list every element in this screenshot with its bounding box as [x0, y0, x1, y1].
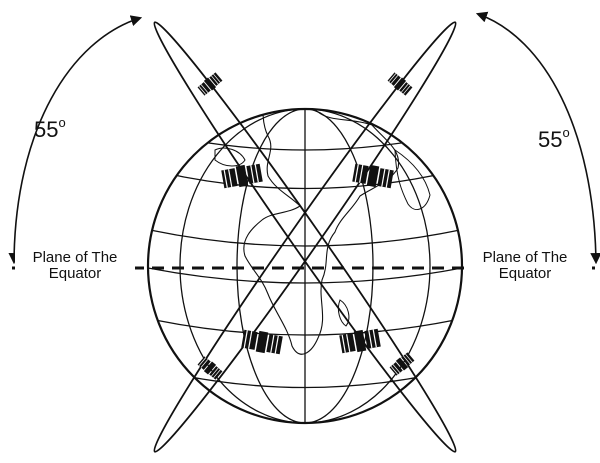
angle-value: 55 [538, 127, 562, 152]
satellite-icon [387, 72, 413, 97]
plane-label-line2: Equator [15, 266, 135, 282]
equator-plane-label-right: Plane of The Equator [465, 250, 585, 282]
degree-symbol: o [58, 115, 65, 130]
angle-label-right: 55o [538, 128, 570, 151]
plane-label-line1: Plane of The [465, 250, 585, 266]
equator-plane-label-left: Plane of The Equator [15, 250, 135, 282]
degree-symbol: o [562, 125, 569, 140]
angle-arrow-left [14, 18, 140, 262]
satellite-icon [197, 72, 223, 97]
globe [148, 95, 462, 423]
plane-label-line1: Plane of The [15, 250, 135, 266]
plane-label-line2: Equator [465, 266, 585, 282]
angle-label-left: 55o [34, 118, 66, 141]
angle-value: 55 [34, 117, 58, 142]
angle-arrow-right [478, 14, 596, 262]
